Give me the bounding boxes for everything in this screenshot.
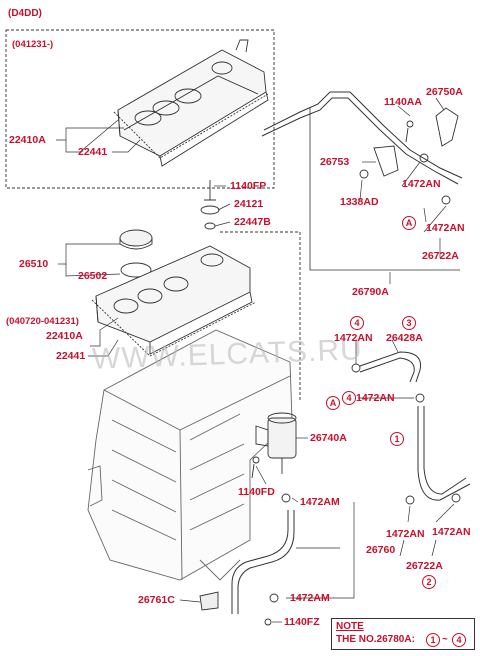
part-26428a[interactable]: 26428A [386, 332, 423, 344]
part-22441-top[interactable]: 22441 [78, 146, 108, 158]
marker-a-top[interactable]: A [402, 216, 416, 230]
part-1472an-b2[interactable]: 1472AN [432, 526, 471, 538]
part-26753[interactable]: 26753 [320, 156, 350, 168]
part-22410a-mid[interactable]: 22410A [46, 330, 83, 342]
part-26790a[interactable]: 26790A [352, 286, 389, 298]
part-1140fd[interactable]: 1140FD [238, 486, 275, 498]
part-24121[interactable]: 24121 [234, 198, 264, 210]
part-1472am-1[interactable]: 1472AM [300, 496, 340, 508]
breather-pipe-upper [261, 91, 463, 271]
note-box [331, 618, 475, 650]
part-22447b[interactable]: 22447B [234, 216, 271, 228]
note-title: NOTE [336, 621, 364, 632]
part-1338ad[interactable]: 1338AD [340, 196, 379, 208]
note-marker-4: 4 [452, 633, 466, 647]
note-text: THE NO.26780A: [336, 634, 415, 645]
part-1140fz[interactable]: 1140FZ [284, 616, 320, 628]
leader-lines [56, 97, 455, 623]
inset-range-label: (041231-) [12, 39, 54, 50]
note-separator: ~ [442, 634, 448, 645]
part-26750a[interactable]: 26750A [426, 86, 463, 98]
inset-box [5, 29, 275, 189]
marker-1[interactable]: 1 [390, 432, 404, 446]
variant-label: (D4DD) [8, 8, 42, 19]
part-1472an-mid[interactable]: 1472AN [356, 392, 395, 404]
part-26761c[interactable]: 26761C [138, 594, 175, 606]
note-marker-1: 1 [426, 633, 440, 647]
engine-block-drawing [87, 329, 293, 581]
range-mid-label: (040720-041231) [6, 316, 79, 327]
part-1140aa[interactable]: 1140AA [384, 96, 422, 108]
valve-cover-top-drawing [113, 39, 269, 167]
marker-4-mid[interactable]: 4 [342, 391, 356, 405]
part-26502[interactable]: 26502 [78, 270, 108, 282]
valve-cover-main-drawing [91, 180, 301, 400]
pcv-assembly [199, 351, 471, 626]
marker-3[interactable]: 3 [402, 316, 416, 330]
part-1472an-r1[interactable]: 1472AN [402, 178, 441, 190]
part-26510[interactable]: 26510 [19, 258, 49, 270]
part-22410a-top[interactable]: 22410A [9, 134, 46, 146]
part-26760[interactable]: 26760 [366, 544, 396, 556]
marker-a-mid[interactable]: A [326, 396, 340, 410]
part-1472am-2[interactable]: 1472AM [290, 592, 330, 604]
part-22441-mid[interactable]: 22441 [56, 350, 86, 362]
part-1472an-left[interactable]: 1472AN [334, 332, 373, 344]
marker-2[interactable]: 2 [422, 575, 436, 589]
part-1140fp[interactable]: 1140FP [230, 180, 267, 192]
part-1472an-r2[interactable]: 1472AN [426, 222, 465, 234]
part-26722a-bottom[interactable]: 26722A [406, 560, 443, 572]
part-1472an-b1[interactable]: 1472AN [386, 528, 425, 540]
marker-4-left[interactable]: 4 [350, 316, 364, 330]
part-26740a[interactable]: 26740A [310, 432, 347, 444]
part-26722a-top[interactable]: 26722A [422, 250, 459, 262]
